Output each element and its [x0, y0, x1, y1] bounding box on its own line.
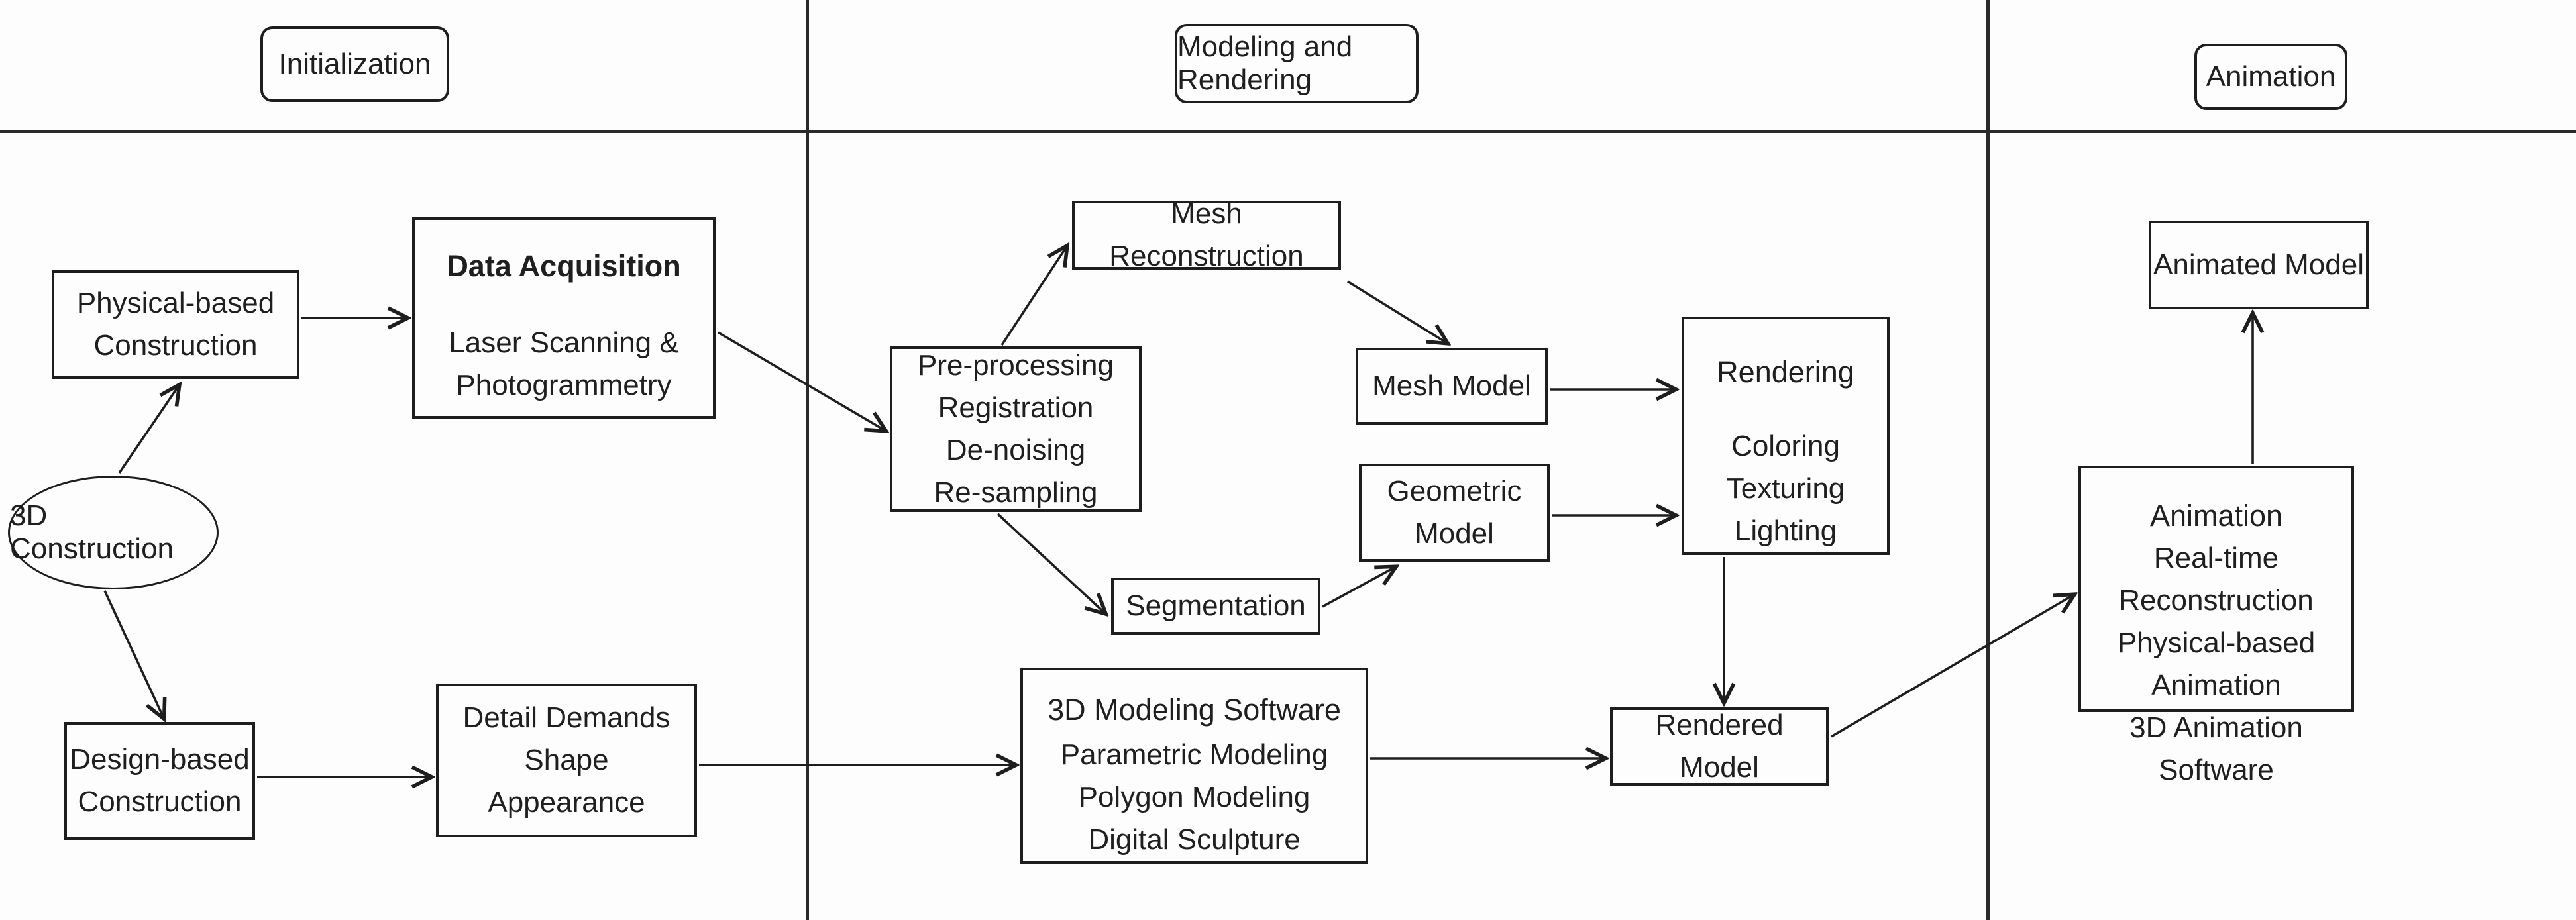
node-mesh-reconstruction: Mesh Reconstruction — [1072, 197, 1341, 272]
arrow-root-to-physical — [118, 385, 179, 474]
node-segmentation: Segmentation — [1111, 578, 1320, 635]
node-line: Construction — [93, 329, 258, 362]
node-line: Texturing — [1726, 472, 1845, 505]
node-line: 3D Animation Software — [2129, 711, 2303, 786]
node-line: Shape — [524, 744, 609, 776]
arrow-data-acquisition-to-preprocessing — [718, 331, 885, 431]
node-line: Appearance — [488, 786, 645, 819]
node-line: Laser Scanning & — [449, 327, 679, 359]
node-geometric-model: Geometric Model — [1359, 464, 1550, 562]
phase-label-modeling-and-rendering: Modeling and Rendering — [1175, 24, 1419, 103]
node-3d-construction-ellipse: 3D Construction — [8, 476, 219, 589]
node-line: Re-sampling — [934, 476, 1098, 509]
node-animation-process: Animation Real-time Reconstruction Physi… — [2078, 466, 2354, 786]
node-label: Mesh Model — [1372, 370, 1531, 402]
node-line: De-noising — [945, 434, 1086, 466]
node-line: Construction — [78, 786, 242, 818]
node-title: Animation — [2149, 499, 2283, 533]
node-line: Digital Sculpture — [1088, 823, 1301, 856]
node-line: Pre-processing — [918, 349, 1114, 382]
phase-divider-modeling-animation — [1986, 0, 1990, 920]
node-title: 3D Modeling Software — [1047, 693, 1341, 727]
node-line: Detail Demands — [462, 701, 671, 734]
arrow-rendered-model-to-animation — [1831, 595, 2074, 738]
node-line: Geometric — [1387, 475, 1522, 507]
node-3d-modeling-software: 3D Modeling Software Parametric Modeling… — [1020, 668, 1368, 864]
phase-label-text: Modeling and Rendering — [1177, 30, 1353, 96]
arrow-segmentation-to-geometric-model — [1322, 567, 1395, 608]
node-line: Real-time Reconstruction — [2119, 542, 2314, 617]
node-label: Animated Model — [2153, 248, 2364, 281]
node-title: Rendering — [1717, 355, 1854, 389]
node-label: Segmentation — [1126, 589, 1306, 622]
arrow-mesh-reconstruction-to-mesh-model — [1347, 280, 1447, 343]
node-line: Lighting — [1734, 515, 1837, 547]
arrow-root-to-design — [103, 590, 164, 718]
node-line: Polygon Modeling — [1078, 781, 1311, 813]
node-line: Photogrammetry — [456, 369, 672, 401]
node-line: Physical-based — [76, 287, 275, 319]
node-rendering: Rendering Coloring Texturing Lighting — [1682, 317, 1890, 555]
node-line: Registration — [938, 391, 1094, 424]
node-physical-based-construction: Physical-based Construction — [52, 270, 299, 379]
node-line: Parametric Modeling — [1060, 739, 1328, 771]
node-mesh-model: Mesh Model — [1356, 348, 1548, 425]
node-rendered-model: Rendered Model — [1610, 707, 1829, 786]
node-line: Design-based — [70, 743, 250, 776]
node-label: 3D Construction — [10, 499, 174, 565]
phase-divider-initialization-modeling — [806, 0, 809, 920]
arrow-preprocessing-to-mesh-reconstruction — [1000, 246, 1067, 346]
arrow-preprocessing-to-segmentation — [996, 513, 1105, 613]
node-animated-model: Animated Model — [2149, 221, 2369, 309]
node-line: Physical-based Animation — [2117, 627, 2316, 701]
node-label: Mesh Reconstruction — [1109, 197, 1304, 272]
node-pre-processing: Pre-processing Registration De-noising R… — [890, 346, 1142, 512]
node-line: Coloring — [1731, 430, 1840, 462]
phase-label-text: Animation — [2206, 60, 2336, 93]
node-design-based-construction: Design-based Construction — [64, 722, 255, 840]
phase-label-initialization: Initialization — [260, 26, 449, 102]
node-label: Rendered Model — [1655, 709, 1784, 784]
phase-label-animation: Animation — [2194, 44, 2347, 110]
node-line: Model — [1415, 517, 1494, 550]
phase-label-text: Initialization — [278, 48, 431, 80]
header-separator-line — [0, 130, 2576, 133]
node-detail-demands: Detail Demands Shape Appearance — [436, 684, 697, 837]
node-data-acquisition: Data Acquisition Laser Scanning & Photog… — [412, 217, 716, 419]
node-title: Data Acquisition — [447, 249, 681, 283]
